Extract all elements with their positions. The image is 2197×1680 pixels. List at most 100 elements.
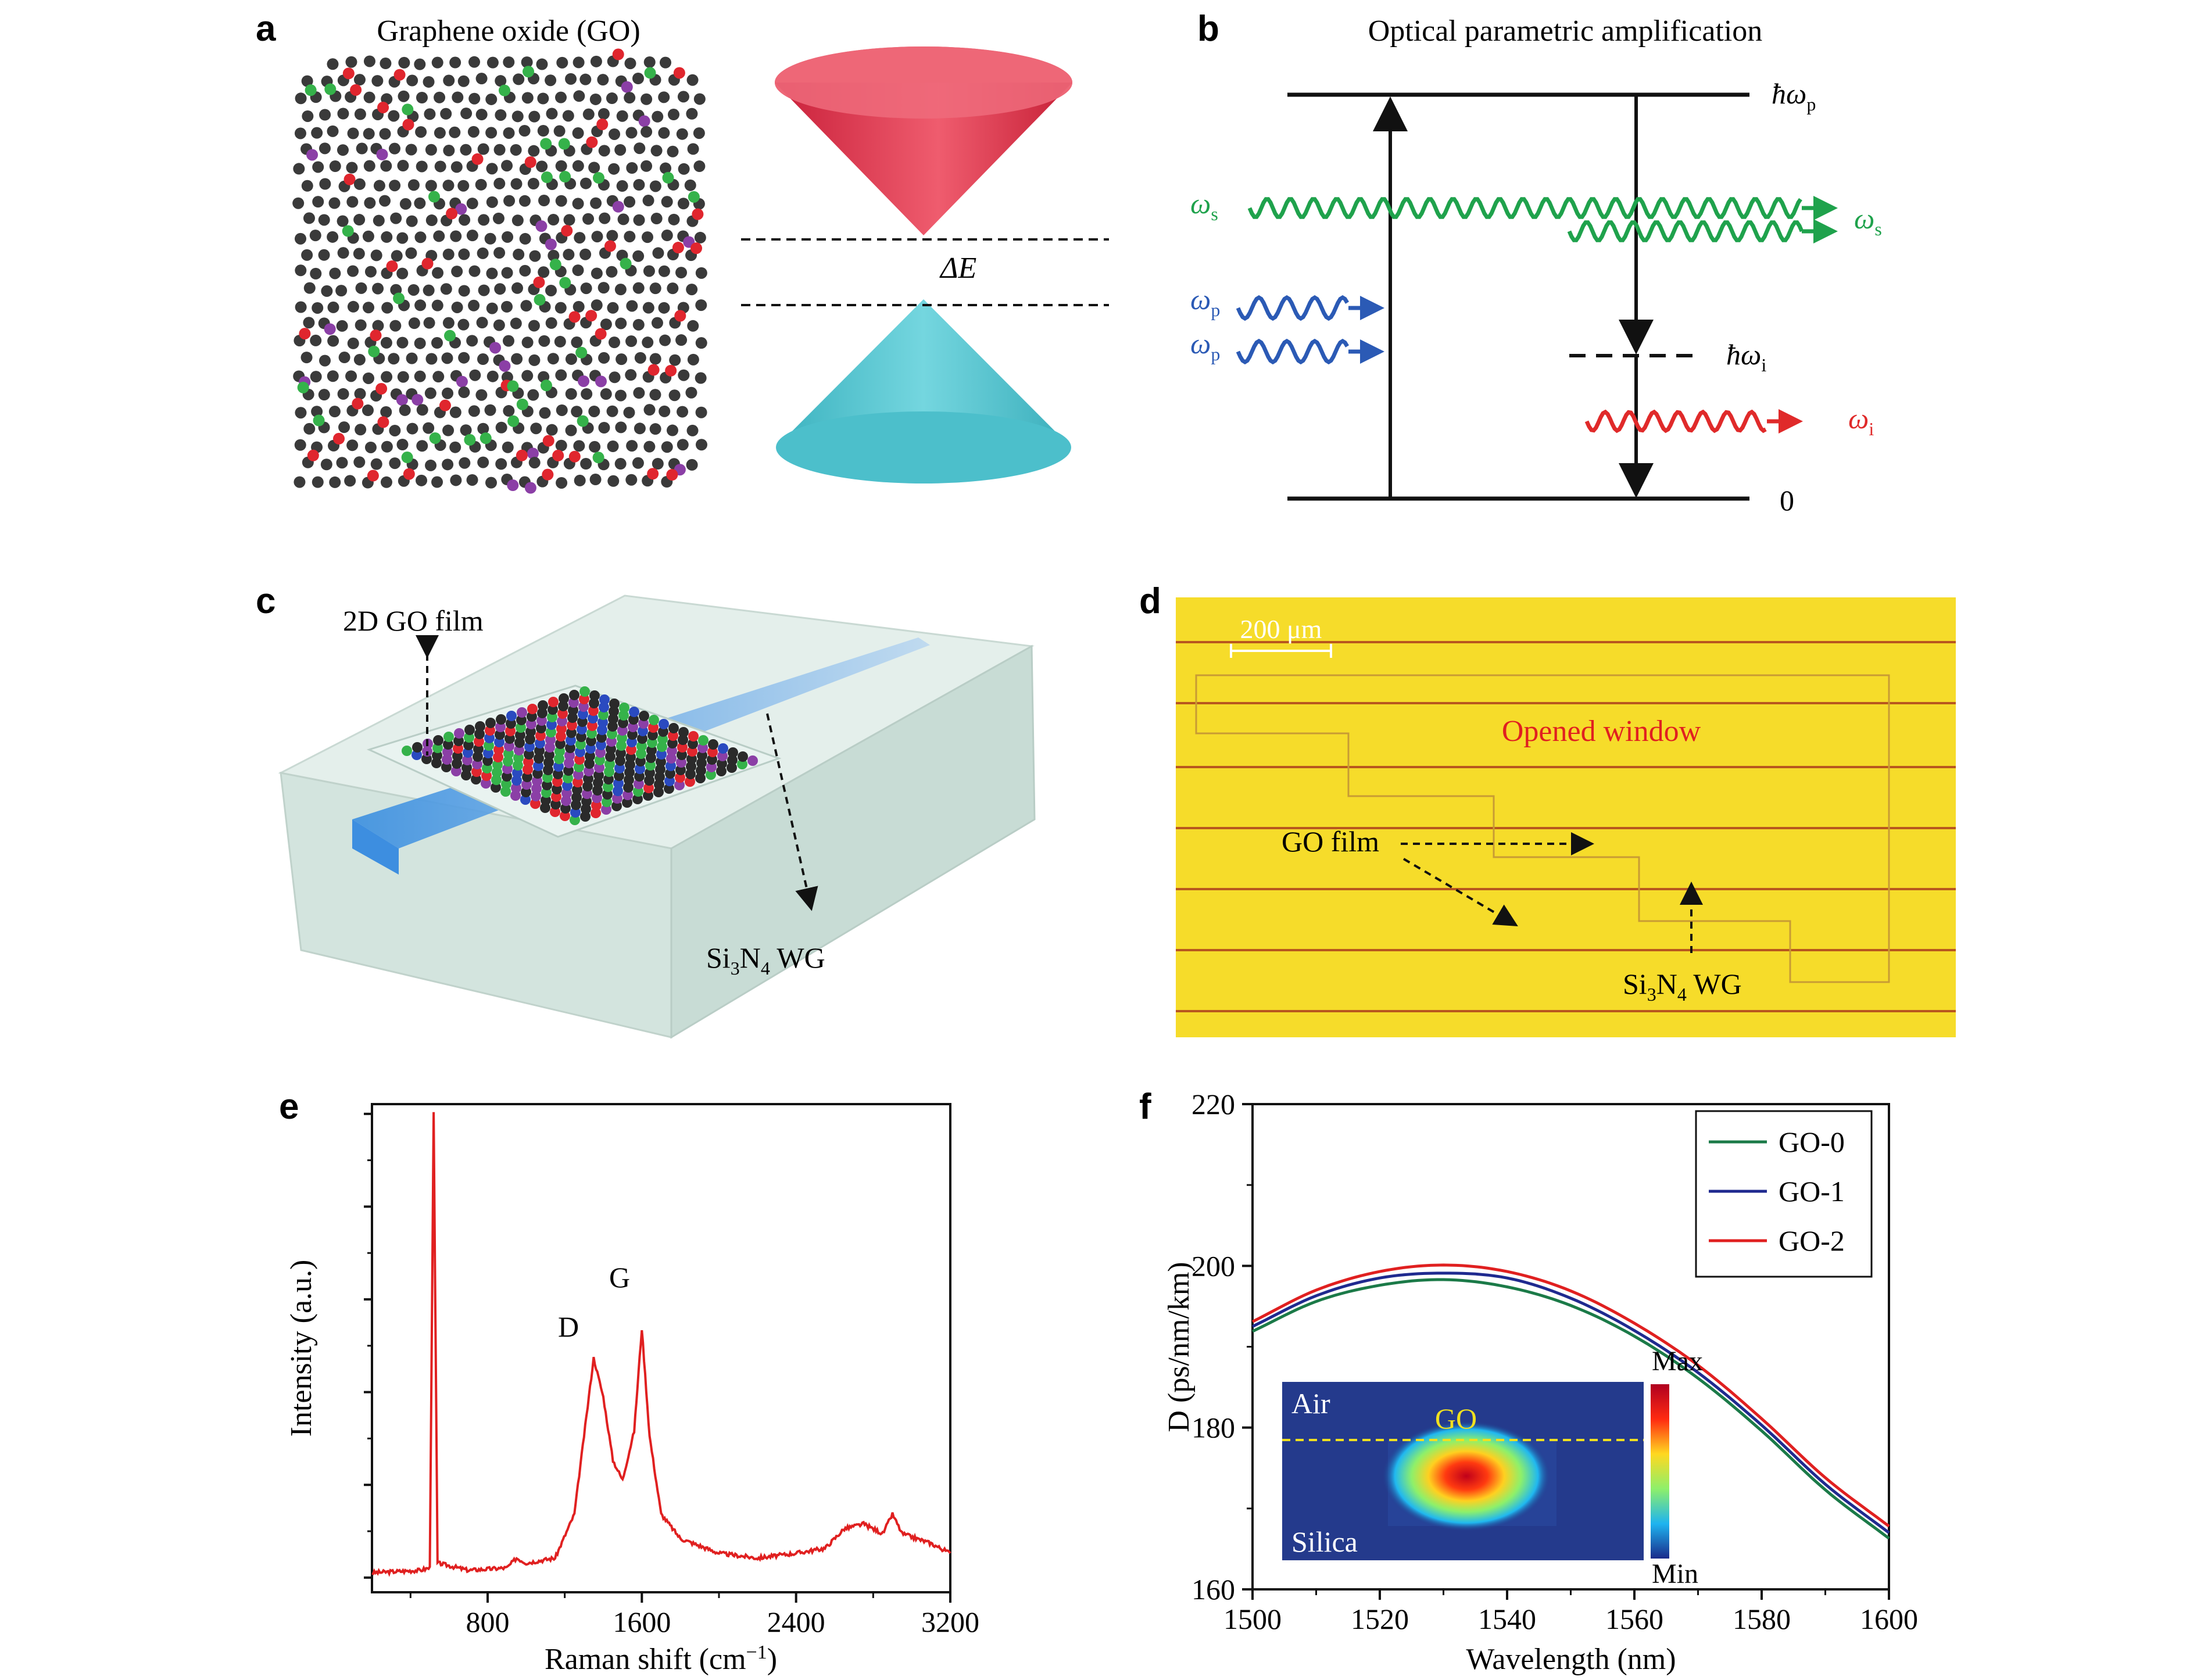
film-atom [665,768,675,779]
carbon-atom [633,214,645,226]
carbon-atom [353,456,366,468]
carbon-atom [478,214,490,226]
film-atom [664,776,675,786]
film-atom [585,743,596,754]
carbon-atom [477,247,489,259]
carbon-atom [521,56,533,69]
film-atom [649,715,659,725]
carbon-atom [609,371,621,384]
film-atom [585,751,595,761]
carbon-atom [294,476,306,488]
film-atom [728,747,738,758]
carbon-atom [310,334,322,346]
panel-label-a: a [256,9,276,49]
carbon-atom [414,299,427,311]
film-atom [531,783,542,794]
carbon-atom [432,267,444,279]
carbon-atom [503,56,515,68]
carbon-atom [370,249,382,262]
panel-label-b: b [1197,9,1219,49]
carbon-atom [606,230,618,242]
carbon-atom [388,353,400,365]
film-atom [530,798,541,809]
carbon-atom [379,195,391,207]
carbon-atom [425,214,438,227]
carbon-atom [406,352,418,364]
film-atom [577,717,588,727]
carbon-atom [486,267,498,280]
carbon-atom [632,282,645,294]
film-atom [624,767,635,778]
film-atom [566,735,576,746]
film-atom [566,728,577,738]
film-atom [632,794,643,804]
film-atom [565,743,575,753]
film-atom [597,717,608,728]
carbon-atom [563,214,575,226]
carbon-atom [556,404,568,416]
film-arrow-d-2 [1402,858,1518,927]
oxygen-group [585,310,597,322]
carbon-atom [293,163,305,175]
film-atom [548,704,558,715]
functional-group [306,149,319,161]
carbon-atom [372,282,384,295]
carbon-atom [295,264,307,277]
film-atom [524,742,535,752]
film-atom [688,731,699,742]
band-structure-cones: ΔE [741,46,1109,483]
carbon-atom [459,457,471,469]
film-atom [633,786,643,797]
carbon-atom [398,90,410,102]
carbon-atom [302,110,314,122]
carbon-atom [521,336,534,349]
carbon-atom [475,178,487,191]
film-atom [561,796,571,806]
film-atom [576,732,586,742]
carbon-atom [362,230,374,242]
carbon-atom [396,232,409,244]
panel-a-title: Graphene oxide (GO) [377,15,640,48]
film-atom [548,697,559,707]
film-atom [643,783,654,793]
carbon-atom [615,317,627,329]
carbon-atom [582,213,595,225]
waveguide-facet [352,819,399,875]
carbon-atom [545,74,557,87]
carbon-atom [327,125,339,137]
film-atom [452,758,462,769]
film-atom [601,804,611,815]
panel-d: d 200 μm Opened window GO film Si3N4 WG [1139,581,1956,1037]
carbon-atom [478,284,490,296]
carbon-atom [373,214,385,227]
carbon-atom [405,247,417,259]
carbon-atom [641,160,653,172]
carbon-atom [554,302,567,314]
oxygen-group [342,67,355,80]
carbon-atom [338,352,350,364]
carbon-atom [520,300,532,312]
film-atom [677,750,687,760]
film-atom [491,775,502,785]
carbon-atom [414,58,426,70]
film-atom [550,799,561,809]
carbon-atom [486,370,499,382]
carbon-atom [443,74,455,87]
film-atom [581,804,591,814]
functional-group [549,259,561,271]
carbon-atom [634,352,646,364]
carbon-atom [389,424,401,436]
carbon-atom [434,91,446,103]
film-atom [521,787,531,797]
legend-box [1695,1110,1873,1278]
signal-output-label: ωs [1854,202,1882,239]
film-atom [597,725,607,735]
film-atom [563,765,574,776]
film-atom [503,748,514,759]
film-atom [515,730,525,740]
carbon-atom [416,160,428,173]
carbon-atom [555,160,567,172]
film-atom [586,728,597,739]
carbon-atom [425,180,437,192]
